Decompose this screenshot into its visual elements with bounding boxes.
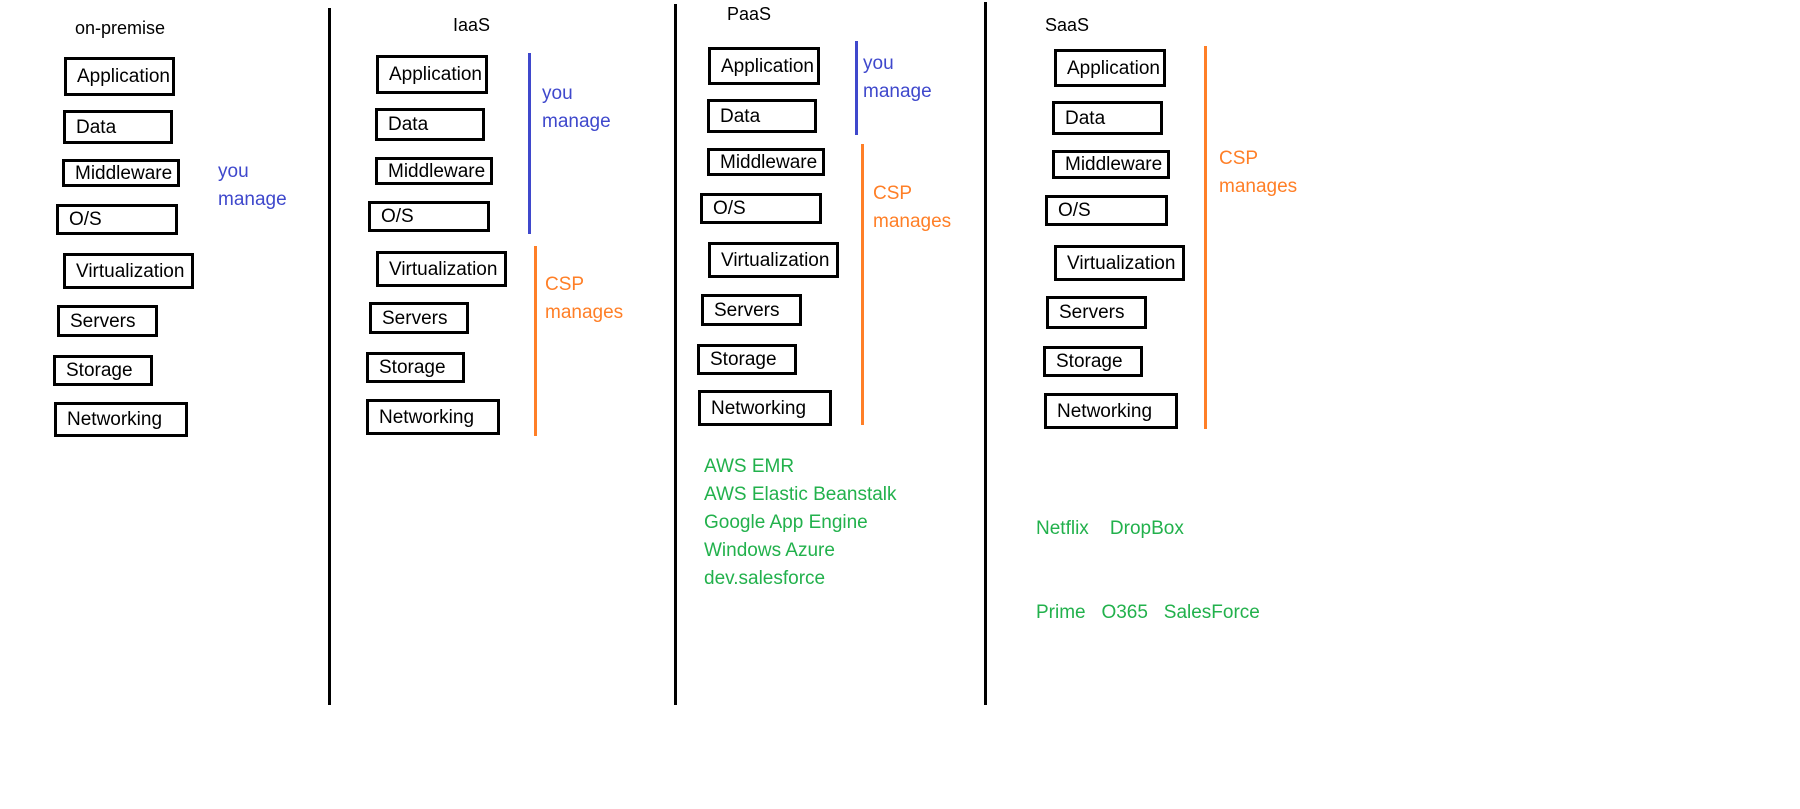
layer-storage: Storage <box>1043 346 1143 377</box>
example-item: AWS EMR <box>704 456 795 477</box>
column-title-iaas: IaaS <box>453 15 491 35</box>
layer-servers: Servers <box>701 294 802 326</box>
example-item: Windows Azure <box>704 540 835 561</box>
layer-os: O/S <box>700 193 822 224</box>
csp-manages-label: CSP manages <box>1219 148 1298 197</box>
you-manage-label: you manage <box>863 53 932 102</box>
csp-manages-label: CSP manages <box>545 274 624 323</box>
example-item: Google App Engine <box>704 512 868 533</box>
layer-networking: Networking <box>366 399 500 435</box>
layer-middleware: Middleware <box>707 148 825 176</box>
layer-os: O/S <box>1045 195 1168 226</box>
layer-servers: Servers <box>369 302 469 334</box>
layer-networking: Networking <box>698 390 832 426</box>
example-item: Prime O365 SalesForce <box>1036 602 1260 623</box>
layer-servers: Servers <box>1046 296 1147 329</box>
layer-data: Data <box>707 99 817 133</box>
layer-storage: Storage <box>697 344 797 375</box>
layer-virtualization: Virtualization <box>376 251 507 287</box>
layer-application: Application <box>64 57 175 96</box>
example-item: AWS Elastic Beanstalk <box>704 484 897 505</box>
layer-middleware: Middleware <box>62 159 180 187</box>
csp-manages-bracket-line <box>861 144 864 425</box>
layer-servers: Servers <box>57 305 158 337</box>
layer-virtualization: Virtualization <box>1054 245 1185 281</box>
column-title-on-premise: on-premise <box>75 18 166 38</box>
you-manage-label: you manage <box>542 83 611 132</box>
layer-virtualization: Virtualization <box>708 242 839 278</box>
you-manage-bracket-line <box>855 41 858 135</box>
layer-middleware: Middleware <box>375 157 493 185</box>
example-item: dev.salesforce <box>704 568 826 589</box>
divider-2 <box>674 4 677 705</box>
layer-application: Application <box>708 47 820 85</box>
column-title-saas: SaaS <box>1045 15 1090 35</box>
layer-data: Data <box>1052 101 1163 135</box>
layer-middleware: Middleware <box>1052 150 1170 179</box>
layer-virtualization: Virtualization <box>63 253 194 289</box>
layer-data: Data <box>375 108 485 141</box>
saas-examples-list: Netflix DropBox Prime O365 SalesForce <box>1036 459 1260 683</box>
divider-1 <box>328 8 331 705</box>
layer-os: O/S <box>56 204 178 235</box>
layer-application: Application <box>376 55 488 94</box>
layer-storage: Storage <box>53 355 153 386</box>
layer-networking: Networking <box>1044 393 1178 429</box>
layer-storage: Storage <box>366 352 465 383</box>
layer-application: Application <box>1054 49 1166 87</box>
layer-networking: Networking <box>54 402 188 437</box>
you-manage-bracket-line <box>528 53 531 234</box>
column-title-paas: PaaS <box>727 4 772 24</box>
csp-manages-bracket-line <box>534 246 537 436</box>
example-item: Netflix DropBox <box>1036 518 1184 539</box>
paas-examples-list: AWS EMR AWS Elastic Beanstalk Google App… <box>704 453 897 593</box>
layer-data: Data <box>63 110 173 144</box>
layer-os: O/S <box>368 201 490 232</box>
divider-3 <box>984 2 987 705</box>
csp-manages-label: CSP manages <box>873 183 952 232</box>
you-manage-label: you manage <box>218 161 287 210</box>
csp-manages-bracket-line <box>1204 46 1207 429</box>
